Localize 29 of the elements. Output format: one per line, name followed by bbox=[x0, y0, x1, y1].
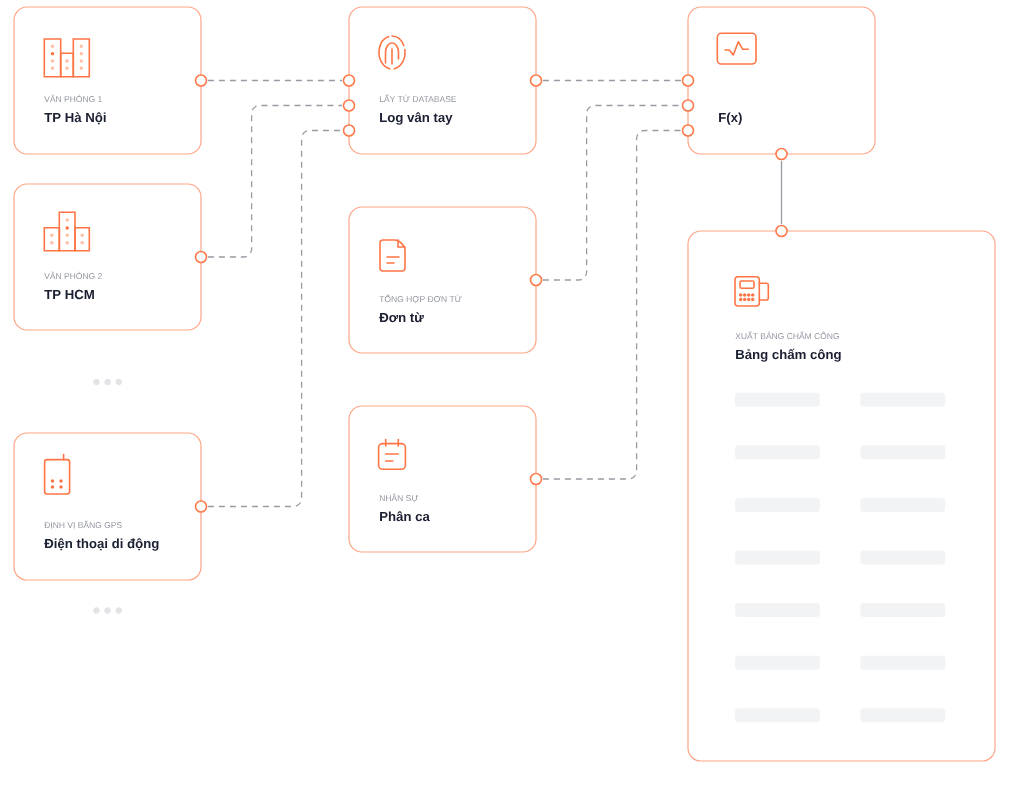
card bbox=[348, 206, 543, 354]
connector bbox=[780, 160, 783, 225]
card-title: Bảng chấm công bbox=[736, 348, 841, 362]
connector bbox=[542, 79, 682, 82]
card bbox=[13, 6, 208, 155]
card-title: TP Hà Nội bbox=[44, 112, 106, 125]
category-label: XUẤT BẢNG CHẤM CÔNG bbox=[735, 331, 839, 340]
connector bbox=[207, 104, 343, 258]
category-label: NHÂN SỰ bbox=[379, 493, 419, 503]
card-title: Điện thoại di động bbox=[44, 538, 159, 551]
card-title: Phân ca bbox=[380, 511, 430, 522]
connector bbox=[207, 129, 343, 508]
card bbox=[13, 183, 208, 331]
category-label: ĐỊNH VỊ BẰNG GPS bbox=[44, 520, 122, 530]
card bbox=[348, 405, 543, 553]
card bbox=[342, 6, 543, 155]
category-label: LẤY TỪ DATABASE bbox=[379, 94, 457, 103]
connector bbox=[542, 129, 682, 480]
category-label: VĂN PHÒNG 2 bbox=[44, 271, 102, 280]
card-title: TP HCM bbox=[44, 289, 94, 300]
connector bbox=[207, 79, 343, 82]
card bbox=[13, 432, 208, 581]
card bbox=[681, 6, 876, 161]
category-label: TỔNG HỢP ĐƠN TỪ bbox=[379, 294, 462, 304]
card-title: Đơn từ bbox=[379, 312, 424, 323]
card-title: Log vân tay bbox=[380, 112, 453, 125]
card-title: F(x) bbox=[719, 112, 742, 125]
category-label: VĂN PHÒNG 1 bbox=[44, 94, 102, 103]
card bbox=[687, 224, 996, 762]
